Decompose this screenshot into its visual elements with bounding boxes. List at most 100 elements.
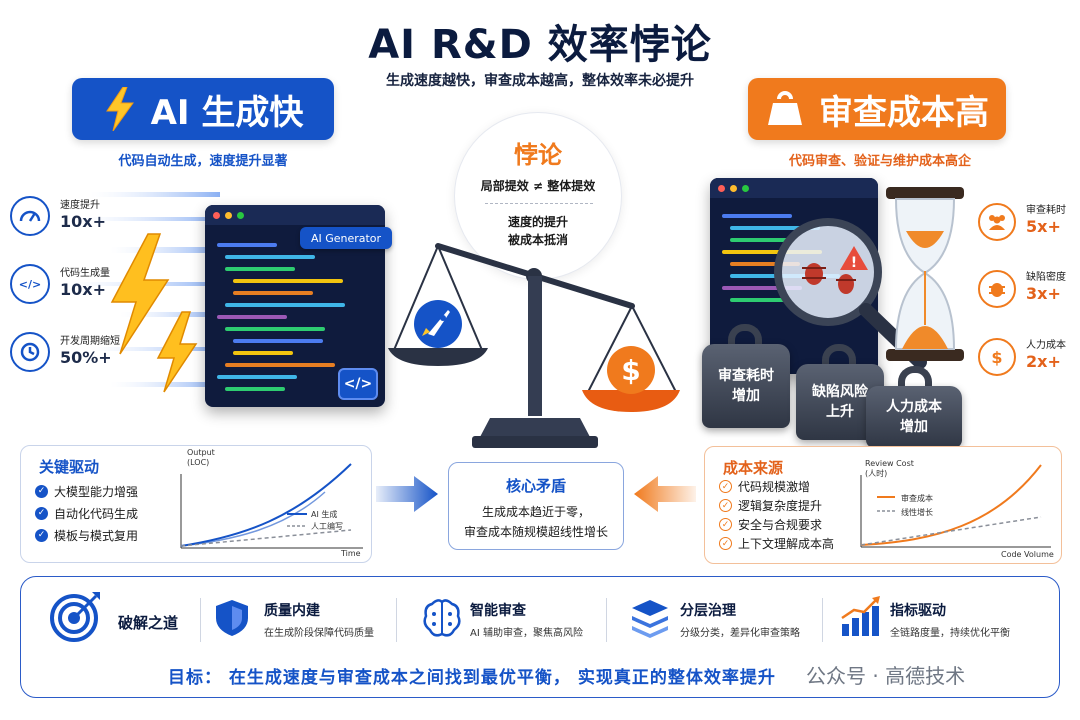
brain-icon bbox=[423, 599, 461, 637]
rocket-icon bbox=[414, 300, 462, 348]
metric-label: 代码生成量 bbox=[60, 268, 110, 279]
svg-text:!: ! bbox=[851, 255, 857, 271]
lightning-icon bbox=[156, 311, 198, 393]
metric-label: 速度提升 bbox=[60, 200, 100, 211]
metric-value: 5x+ bbox=[1026, 217, 1061, 236]
paradox-circle: 悖论 局部提效 ≠ 整体提效 速度的提升 被成本抵消 bbox=[454, 112, 622, 280]
code-window-icon: </> bbox=[10, 264, 50, 304]
legend-human: 人工编写 bbox=[311, 522, 343, 531]
metric-labor-cost: $ 人力成本 2x+ bbox=[978, 330, 1078, 390]
chart-xlabel: Time bbox=[341, 549, 361, 558]
paradox-line2b: 被成本抵消 bbox=[507, 233, 568, 247]
chart-ylabel: Output (LOC) bbox=[187, 448, 215, 467]
metric-label: 开发周期缩短 bbox=[60, 336, 120, 347]
weight-review-time: 审查耗时 增加 bbox=[702, 344, 790, 428]
solution-quality: 质量内建 在生成阶段保障代码质量 bbox=[214, 596, 394, 656]
list-item: ✓大模型能力增强 bbox=[35, 480, 138, 502]
solution-smart-review: 智能审查 AI 辅助审查，聚焦高风险 bbox=[420, 596, 600, 656]
cost-sources-panel: 成本来源 ✓代码规模激增 ✓逻辑复杂度提升 ✓安全与合规要求 ✓上下文理解成本高… bbox=[704, 446, 1062, 564]
speedometer-icon bbox=[10, 196, 50, 236]
legend-review-cost: 审查成本 bbox=[901, 494, 933, 503]
metric-review-time: 审查耗时 5x+ bbox=[978, 195, 1078, 255]
check-icon: ✓ bbox=[719, 518, 732, 531]
metric-label: 人力成本 bbox=[1026, 340, 1066, 351]
list-item: ✓代码规模激增 bbox=[719, 477, 834, 496]
bar-chart-icon bbox=[841, 596, 880, 636]
ai-generator-tag: AI Generator bbox=[300, 227, 392, 249]
solution-title: 指标驱动 bbox=[890, 603, 946, 619]
paradox-line2a: 速度的提升 bbox=[507, 215, 568, 229]
hourglass-icon bbox=[886, 187, 964, 361]
arrow-left-icon bbox=[634, 476, 696, 512]
list-item: ✓逻辑复杂度提升 bbox=[719, 496, 834, 515]
metric-value: 3x+ bbox=[1026, 284, 1061, 303]
target-icon bbox=[50, 592, 100, 642]
metric-value: 2x+ bbox=[1026, 352, 1061, 371]
cost-sources-list: ✓代码规模激增 ✓逻辑复杂度提升 ✓安全与合规要求 ✓上下文理解成本高 bbox=[719, 477, 834, 553]
metric-label: 审查耗时 bbox=[1026, 205, 1066, 216]
solution-title: 分层治理 bbox=[680, 603, 736, 619]
solution-title: 质量内建 bbox=[264, 603, 320, 619]
dollar-coin-icon: $ bbox=[607, 346, 655, 394]
balance-scale: $ bbox=[388, 243, 680, 448]
core-conflict-panel: 核心矛盾 生成成本趋近于零， 审查成本随规模超线性增长 bbox=[448, 462, 624, 550]
solution-title: 智能审查 bbox=[470, 603, 526, 619]
solution-layered: 分层治理 分级分类，差异化审查策略 bbox=[630, 596, 820, 656]
check-icon: ✓ bbox=[719, 480, 732, 493]
lightning-icon bbox=[110, 233, 170, 355]
check-icon: ✓ bbox=[719, 499, 732, 512]
list-item: ✓自动化代码生成 bbox=[35, 502, 138, 524]
key-drivers-title: 关键驱动 bbox=[39, 458, 100, 476]
warning-icon: ! bbox=[840, 246, 868, 271]
weight-labor-cost: 人力成本 增加 bbox=[866, 386, 962, 448]
goal-statement: 目标： 在生成速度与审查成本之间找到最优平衡， 实现真正的整体效率提升 bbox=[168, 668, 776, 688]
solutions-title: 破解之道 bbox=[118, 614, 179, 632]
review-cost-label: 审查成本高 bbox=[819, 92, 989, 133]
clock-icon bbox=[10, 332, 50, 372]
review-cost-desc: 代码审查、验证与维护成本高企 bbox=[788, 154, 971, 169]
dollar-icon: $ bbox=[978, 338, 1016, 376]
list-item: ✓模板与模式复用 bbox=[35, 524, 138, 546]
chart-xlabel: Code Volume bbox=[1001, 550, 1054, 559]
output-chart bbox=[180, 463, 363, 549]
layers-icon bbox=[632, 600, 668, 638]
bug-icon bbox=[836, 274, 856, 294]
review-cost-badge: 审查成本高 bbox=[748, 78, 1006, 140]
paradox-line1: 局部提效 ≠ 整体提效 bbox=[480, 179, 596, 193]
metric-speed: 速度提升 10x+ bbox=[10, 192, 130, 242]
list-item: ✓安全与合规要求 bbox=[719, 515, 834, 534]
ai-fast-label: AI 生成快 bbox=[150, 92, 304, 133]
speed-streaks bbox=[70, 192, 220, 393]
core-conflict-line1: 生成成本趋近于零， bbox=[481, 505, 590, 519]
legend-linear: 线性增长 bbox=[901, 508, 933, 517]
solution-desc: AI 辅助审查，聚焦高风险 bbox=[470, 628, 583, 639]
metric-code-volume: </> 代码生成量 10x+ bbox=[10, 260, 130, 310]
watermark: 公众号 · 高德技术 bbox=[806, 664, 966, 688]
arrow-right-icon bbox=[376, 476, 438, 512]
metric-value: 50%+ bbox=[60, 348, 112, 367]
shield-icon bbox=[216, 600, 248, 636]
metric-cycle: 开发周期缩短 50%+ bbox=[10, 328, 130, 378]
check-icon: ✓ bbox=[35, 528, 48, 542]
paradox-title: 悖论 bbox=[514, 141, 562, 169]
review-cost-chart bbox=[860, 464, 1051, 548]
lightning-icon bbox=[105, 87, 134, 131]
check-icon: ✓ bbox=[35, 506, 48, 520]
list-item: ✓上下文理解成本高 bbox=[719, 534, 834, 553]
page-subtitle: 生成速度越快，审查成本越高，整体效率未必提升 bbox=[386, 73, 694, 89]
core-conflict-title: 核心矛盾 bbox=[505, 477, 566, 495]
core-conflict-line2: 审查成本随规模超线性增长 bbox=[463, 525, 608, 539]
key-drivers-list: ✓大模型能力增强 ✓自动化代码生成 ✓模板与模式复用 bbox=[35, 480, 138, 546]
ai-fast-desc: 代码自动生成，速度提升显著 bbox=[118, 154, 288, 169]
ai-fast-badge: AI 生成快 bbox=[72, 78, 334, 140]
bug-icon bbox=[802, 263, 826, 285]
metric-label: 缺陷密度 bbox=[1026, 272, 1066, 283]
solution-metrics: 指标驱动 全链路度量，持续优化平衡 bbox=[840, 596, 1030, 656]
solutions-panel bbox=[20, 576, 1060, 698]
chart-ylabel: Review Cost (人时) bbox=[865, 459, 914, 478]
cost-sources-title: 成本来源 bbox=[723, 459, 784, 477]
key-drivers-panel: 关键驱动 ✓大模型能力增强 ✓自动化代码生成 ✓模板与模式复用 Output (… bbox=[20, 445, 372, 563]
page-title: AI R&D 效率悖论 bbox=[368, 22, 712, 68]
check-icon: ✓ bbox=[719, 537, 732, 550]
metric-value: 10x+ bbox=[60, 212, 106, 231]
